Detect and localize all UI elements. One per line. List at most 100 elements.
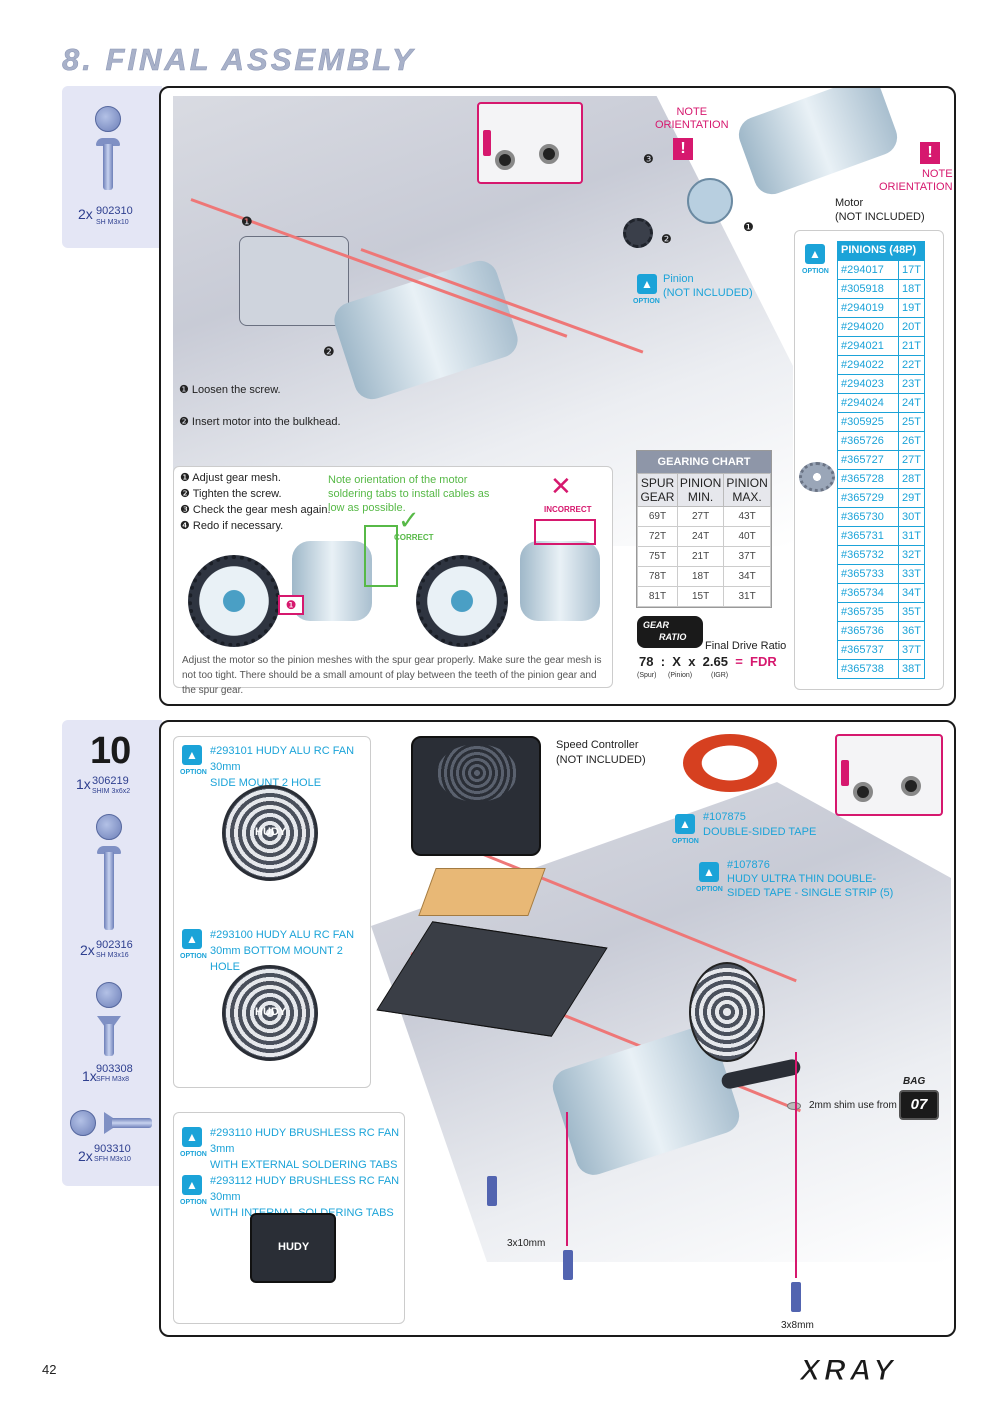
fan-brand: HUDY: [255, 1006, 287, 1018]
part-qty: 2x: [78, 1148, 93, 1164]
pinion-teeth: 23T: [897, 374, 926, 394]
wheel-icon: [539, 144, 559, 164]
callout-2-b: ❷: [661, 232, 672, 246]
checkmark-icon: ✓: [398, 505, 420, 535]
screw-3x10-label: 3x10mm: [507, 1238, 546, 1249]
arrow-line: [566, 1112, 568, 1246]
option-thumb-icon: ▲: [182, 1175, 202, 1195]
formula-sub-igr: (IGR): [711, 672, 729, 679]
speed-controller-illustration: [411, 736, 541, 856]
pinion-part-code: #365731: [837, 526, 899, 546]
incorrect-label: INCORRECT: [544, 505, 592, 514]
exclamation-icon: [841, 760, 849, 786]
table-cell: 27T: [676, 506, 725, 527]
table-cell: 78T: [637, 566, 678, 587]
pinion-teeth: 34T: [897, 583, 926, 603]
screw-icon: [563, 1250, 573, 1280]
pinion-gear-illustration: [623, 218, 653, 248]
pinion-part-code: #365735: [837, 602, 899, 622]
gearing-header: SPUR GEAR: [637, 473, 678, 507]
option-thumb-icon: ▲: [182, 745, 202, 765]
speed-controller-label: Speed Controller (NOT INCLUDED): [556, 739, 646, 766]
fan-brand: HUDY: [255, 826, 287, 838]
part-desc: SFH M3x10: [94, 1156, 131, 1163]
option-tape-1: #107875 DOUBLE-SIDED TAPE: [703, 811, 817, 838]
pinion-teeth: 31T: [897, 526, 926, 546]
part-qty: 1x: [82, 1068, 97, 1084]
part-qty: 1x: [76, 776, 91, 792]
part-qty: 2x: [80, 942, 95, 958]
parts-sidebar-bottom: 10 1x 306219 SHIM 3x6x2 2x 902316 SH M3x…: [62, 720, 162, 1186]
option-label: OPTION: [696, 886, 723, 893]
part-code: 903310: [94, 1143, 131, 1155]
correct-tab-frame: [364, 525, 398, 587]
screw-head-icon: [70, 1110, 96, 1136]
pinion-part-code: #365732: [837, 545, 899, 565]
pinion-teeth: 21T: [897, 336, 926, 356]
pinion-teeth: 32T: [897, 545, 926, 565]
table-cell: 34T: [723, 566, 771, 587]
pinion-part-code: #294020: [837, 317, 899, 337]
table-cell: 69T: [637, 506, 678, 527]
pinion-part-code: #365730: [837, 507, 899, 527]
pinion-part-code: #365738: [837, 659, 899, 679]
brushless-fan-illustration: HUDY: [250, 1213, 336, 1283]
car-overview-inset: [835, 734, 943, 816]
table-cell: 24T: [676, 526, 725, 547]
spur-gear-illustration: [188, 555, 280, 647]
fan-brand: HUDY: [278, 1241, 310, 1253]
countersunk-screw-icon: [104, 1112, 114, 1134]
pinion-part-code: #294021: [837, 336, 899, 356]
formula-sub-spur: (Spur): [637, 672, 657, 679]
cross-icon: ✕: [550, 471, 572, 501]
shim-icon: [787, 1102, 801, 1110]
pinion-teeth: 26T: [897, 431, 926, 451]
motor-label: Motor (NOT INCLUDED): [835, 197, 925, 223]
option-thumb-icon: ▲: [699, 862, 719, 882]
table-cell: 43T: [723, 506, 771, 527]
pinion-part-code: #305918: [837, 279, 899, 299]
callout-2: ❷: [323, 344, 335, 359]
pinion-teeth: 33T: [897, 564, 926, 584]
fdr-label: Final Drive Ratio: [705, 640, 787, 652]
pinion-part-code: #365729: [837, 488, 899, 508]
gearing-header: PINION MAX.: [723, 473, 771, 507]
parts-sidebar-top: 2x 902310 SH M3x10: [62, 86, 162, 248]
screw-head-icon: [96, 814, 122, 840]
screw-side-icon: [97, 846, 121, 854]
gear-ratio-badge: GEAR RATIO: [637, 616, 703, 648]
formula-colon: :: [660, 654, 666, 669]
table-cell: 21T: [676, 546, 725, 567]
pinion-part-code: #365736: [837, 621, 899, 641]
mesh-step-4: ❹ Redo if necessary.: [180, 520, 284, 532]
screw-icon: [791, 1282, 801, 1312]
wheel-icon: [853, 782, 873, 802]
arrow-line: [795, 1052, 797, 1278]
pinion-teeth: 19T: [897, 298, 926, 318]
option-fan-1: #293101 HUDY ALU RC FAN 30mm SIDE MOUNT …: [210, 745, 355, 789]
formula-pinion: X: [672, 654, 681, 669]
screw-shank-icon: [104, 1024, 114, 1056]
pinion-teeth: 24T: [897, 393, 926, 413]
option-thumb-icon: ▲: [805, 244, 825, 264]
motor-exploded-illustration: [733, 88, 903, 200]
step-number: 10: [90, 730, 131, 772]
part-qty: 2x: [78, 206, 93, 222]
screw-head-icon: [96, 982, 122, 1008]
fan-options-box-top: ▲ OPTION #293101 HUDY ALU RC FAN 30mm SI…: [173, 736, 371, 1088]
option-fan-4: #293112 HUDY BRUSHLESS RC FAN 30mm WITH …: [210, 1175, 400, 1219]
mesh-step-2: ❷ Tighten the screw.: [180, 488, 282, 500]
